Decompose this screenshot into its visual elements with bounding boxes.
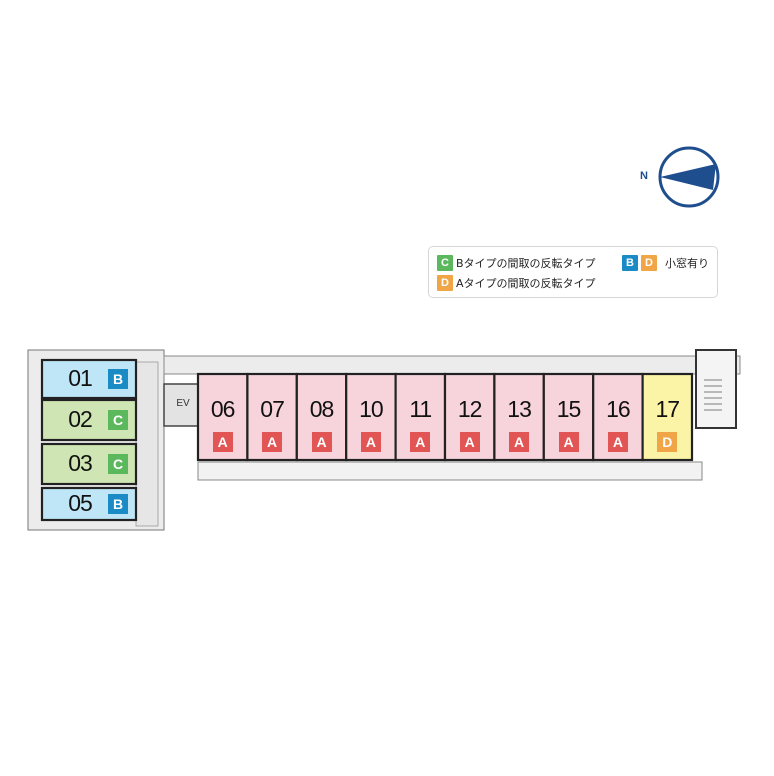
unit-number-17: 17 bbox=[655, 396, 681, 422]
legend-text-c: Bタイプの間取の反転タイプ bbox=[456, 257, 596, 270]
unit-number-07: 07 bbox=[260, 396, 285, 422]
unit-type-badge-16: A bbox=[607, 432, 628, 452]
unit-number-01: 01 bbox=[68, 365, 93, 391]
unit-number-16: 16 bbox=[606, 396, 631, 422]
legend: C Bタイプの間取の反転タイプ B D 小窓有り D Aタイプの間取の反転タイプ bbox=[428, 246, 718, 298]
unit-type-badge-12: A bbox=[459, 432, 480, 452]
unit-block-06 bbox=[196, 372, 249, 462]
stair-treads bbox=[704, 379, 722, 411]
legend-row-d: D Aタイプの間取の反転タイプ bbox=[437, 274, 596, 292]
elevator-label: EV bbox=[176, 398, 190, 409]
unit-type-badge-10: A bbox=[360, 432, 381, 452]
unit-number-15: 15 bbox=[556, 396, 582, 422]
unit-type-badge-11: A bbox=[410, 432, 431, 452]
unit-number-13: 13 bbox=[507, 396, 532, 422]
compass-north-label: N bbox=[640, 170, 648, 182]
legend-row-bd: B D 小窓有り bbox=[622, 254, 709, 272]
unit-number-06: 06 bbox=[210, 396, 236, 422]
unit-number-03: 03 bbox=[68, 450, 93, 476]
legend-badge-b: B bbox=[622, 255, 638, 271]
unit-type-badge-05: B bbox=[108, 494, 128, 514]
unit-type-badge-13: A bbox=[509, 432, 530, 452]
legend-badge-d-small: D bbox=[641, 255, 657, 271]
unit-type-badge-15: A bbox=[558, 432, 579, 452]
legend-row-c: C Bタイプの間取の反転タイプ bbox=[437, 254, 596, 272]
unit-type-badge-17: D bbox=[657, 432, 678, 452]
unit-type-badge-03: C bbox=[108, 454, 128, 474]
legend-badge-d: D bbox=[437, 275, 453, 291]
unit-number-10: 10 bbox=[359, 396, 384, 422]
compass: N bbox=[640, 140, 730, 220]
unit-type-badge-02: C bbox=[108, 410, 128, 430]
unit-number-02: 02 bbox=[68, 406, 93, 432]
stair-block bbox=[695, 349, 737, 429]
compass-icon bbox=[658, 146, 720, 208]
unit-number-12: 12 bbox=[457, 396, 483, 422]
unit-number-08: 08 bbox=[309, 396, 335, 422]
left-wing-corridor bbox=[135, 361, 159, 527]
unit-number-11: 11 bbox=[409, 396, 432, 422]
unit-type-badge-01: B bbox=[108, 369, 128, 389]
legend-text-d: Aタイプの間取の反転タイプ bbox=[456, 277, 596, 290]
unit-type-badge-06: A bbox=[212, 432, 233, 452]
elevator-box bbox=[163, 383, 199, 427]
unit-type-badge-08: A bbox=[311, 432, 332, 452]
unit-number-05: 05 bbox=[68, 490, 93, 516]
main-corridor bbox=[163, 355, 741, 375]
unit-type-badge-07: A bbox=[262, 432, 283, 452]
legend-text-small-window: 小窓有り bbox=[665, 257, 709, 270]
balcony-strip bbox=[197, 461, 703, 481]
legend-badge-c: C bbox=[437, 255, 453, 271]
